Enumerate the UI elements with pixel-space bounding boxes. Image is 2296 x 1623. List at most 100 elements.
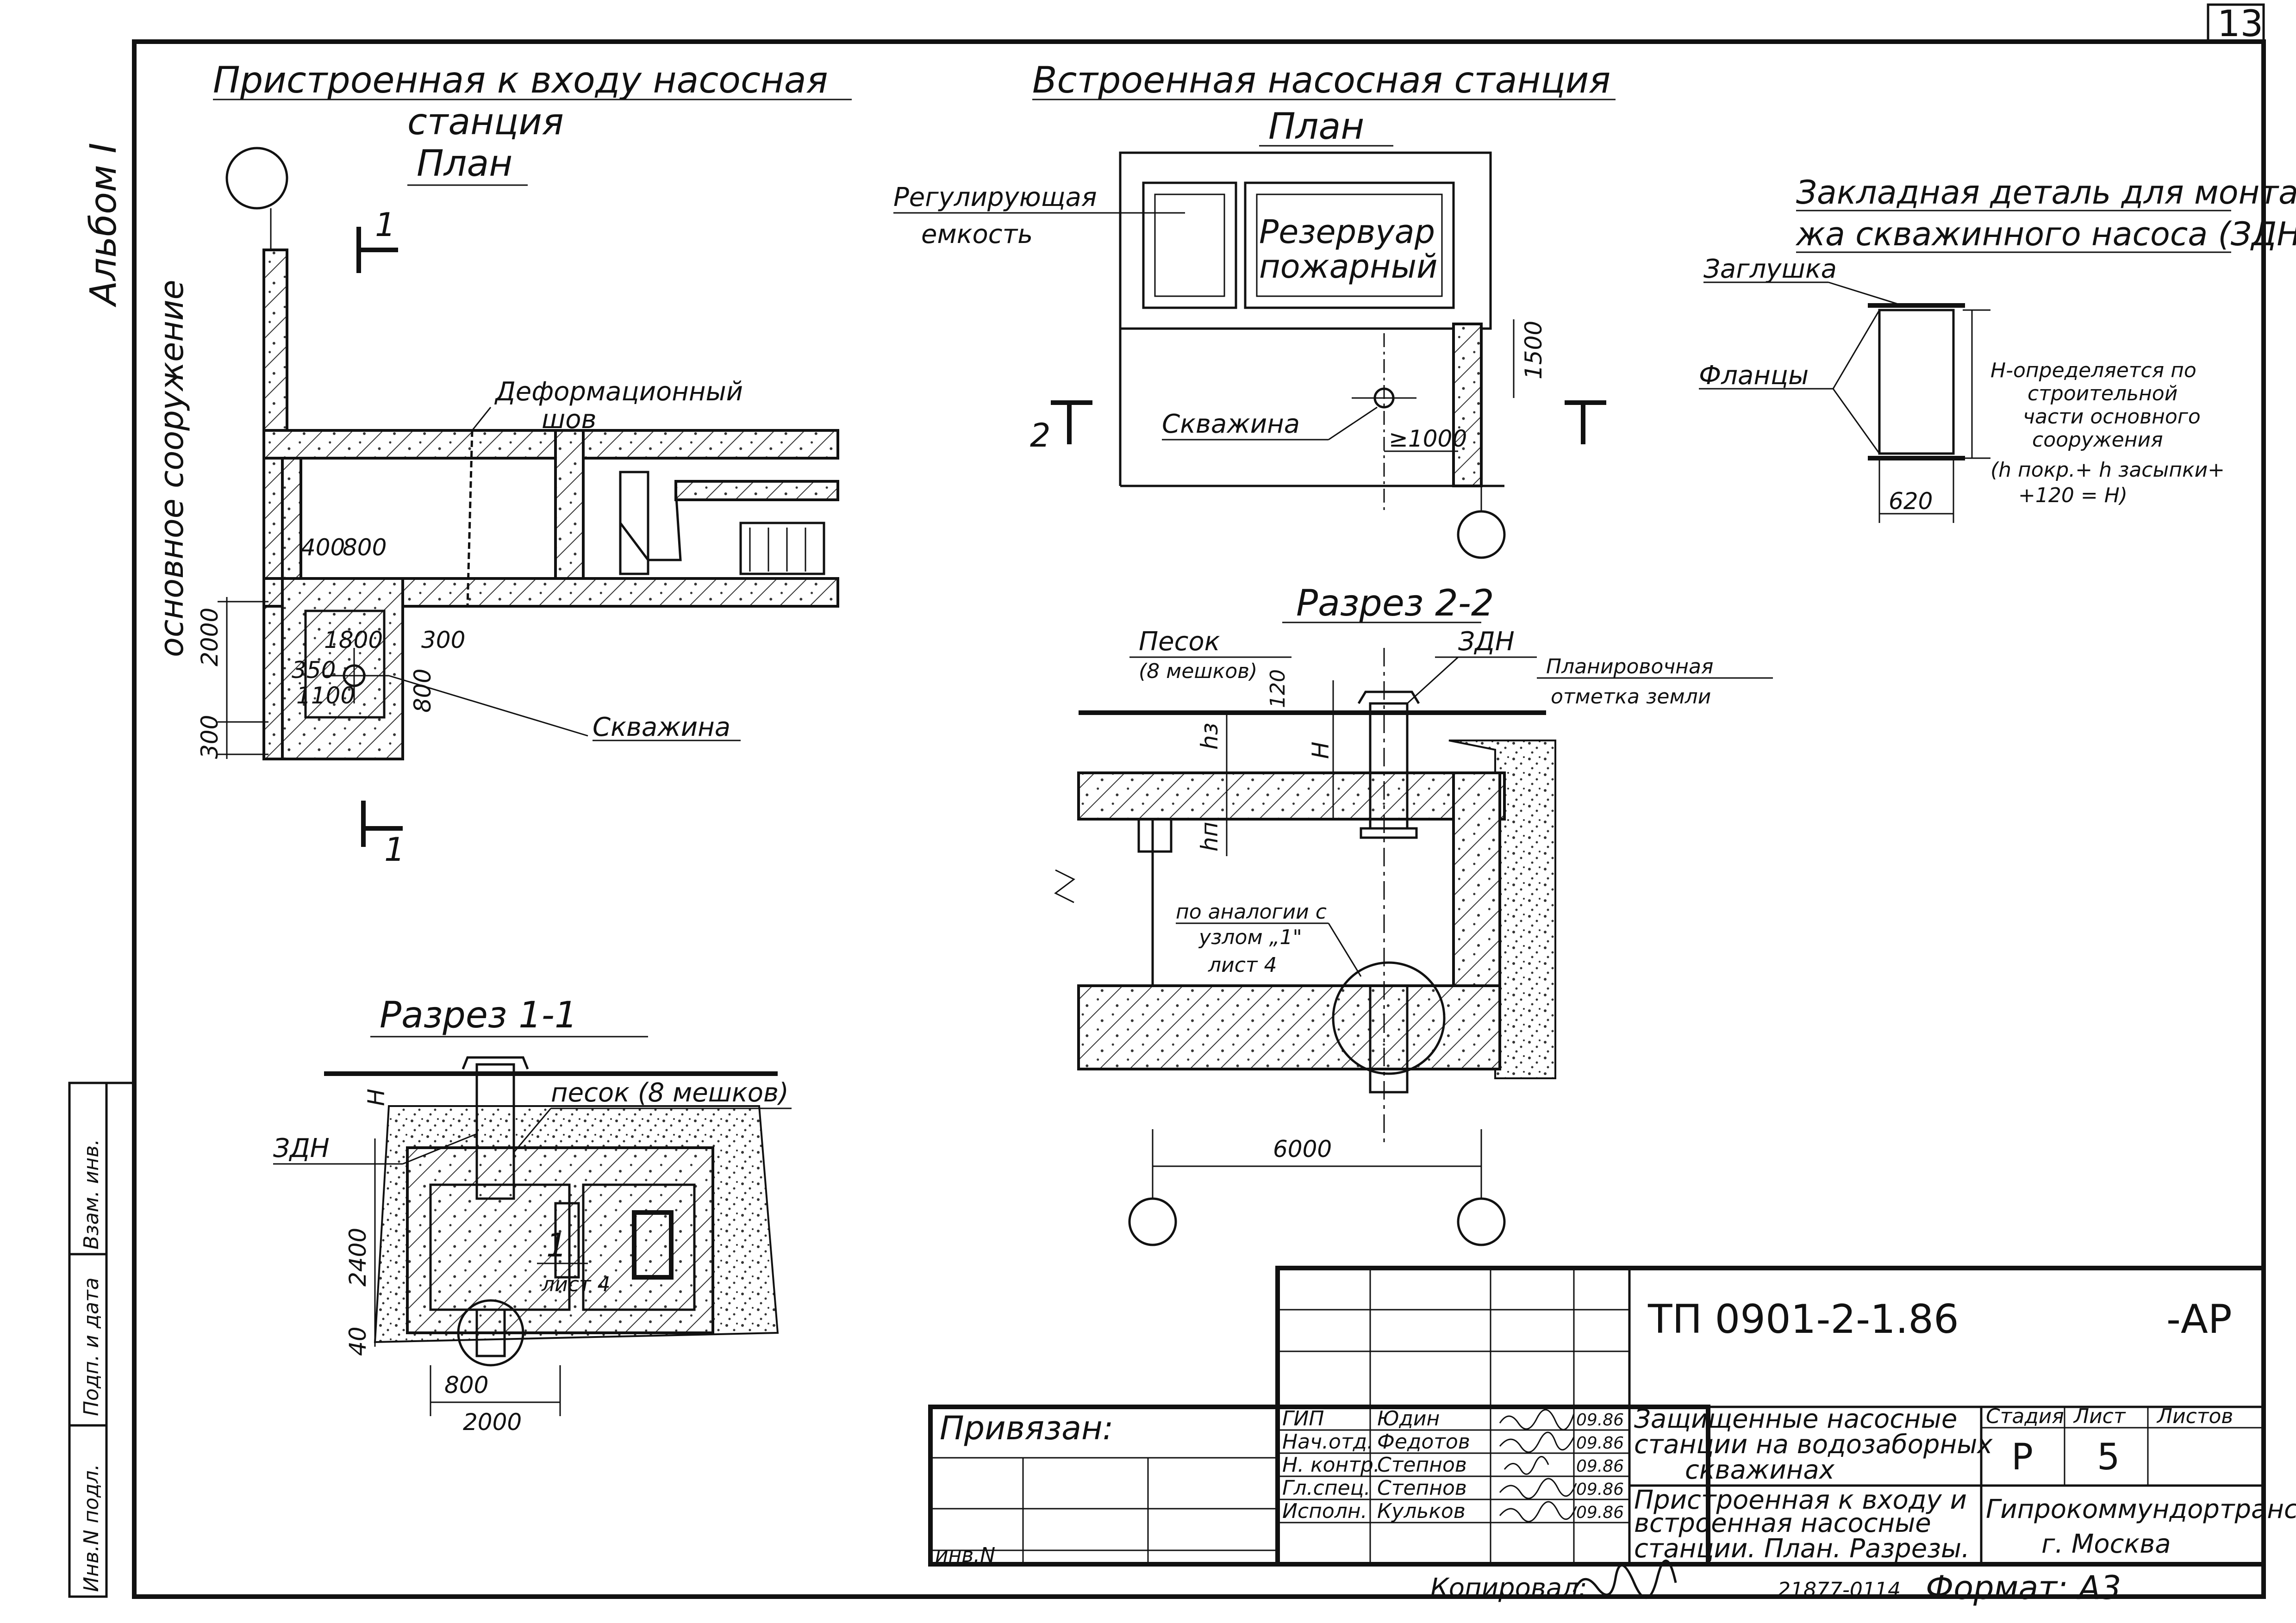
signature-4 xyxy=(1499,1501,1577,1523)
attached-title-line1: Пристроенная к входу насосная xyxy=(213,60,828,101)
node-callout-circle xyxy=(1332,961,1446,1075)
sheet-title-2: встроенная насосные xyxy=(1634,1508,1931,1538)
section11-title: Разрез 1-1 xyxy=(380,995,577,1036)
date-2: 09.86 xyxy=(1576,1457,1624,1476)
deformation-joint-label-1: Деформационный xyxy=(494,377,743,407)
side-stamp-signature: Подп. и дата xyxy=(80,1277,103,1416)
node-sheet: лист 4 xyxy=(541,1273,611,1296)
dim-1000: ≥1000 xyxy=(1389,425,1467,452)
embedded-title-line1: Закладная деталь для монта- xyxy=(1796,174,2296,211)
dim-hz: hз xyxy=(1196,723,1223,750)
sheet-number: 13 xyxy=(2217,3,2263,45)
project-title-1: Защищенные насосные xyxy=(1634,1404,1957,1434)
project-mark: -АР xyxy=(2166,1296,2232,1343)
dim-350: 350 xyxy=(292,657,336,684)
project-title-2: станции на водозаборных xyxy=(1634,1430,1993,1460)
org-line-1: Гипрокоммундортранс xyxy=(1986,1494,2296,1524)
name-4: Кульков xyxy=(1377,1499,1466,1523)
deformation-joint-label-2: шов xyxy=(542,404,597,435)
plug-label: Заглушка xyxy=(1703,254,1837,284)
analogy-line-1: по аналогии с xyxy=(1176,900,1327,924)
sheet-title-1: Пристроенная к входу и xyxy=(1634,1485,1967,1515)
dim-800-top: 800 xyxy=(343,534,387,561)
side-stamp: Инв.N подл. Подп. и дата Взам. инв. xyxy=(68,1082,134,1598)
copied-signature xyxy=(1572,1560,1677,1599)
name-2: Степнов xyxy=(1377,1453,1467,1477)
builtin-axis-bubble xyxy=(1457,510,1506,559)
dim-h-22: H xyxy=(1307,741,1334,759)
dim-h-11: H xyxy=(363,1088,390,1106)
zdn-pipe-11 xyxy=(475,1063,515,1200)
embedded-note-2: строительной xyxy=(2028,382,2177,405)
attached-plan-label: План xyxy=(417,143,512,185)
tank-regulating-label-1: Регулирующая xyxy=(893,182,1097,212)
format-label: Формат: А3 xyxy=(1926,1569,2121,1607)
stage-value: Р xyxy=(2011,1436,2033,1478)
name-1: Федотов xyxy=(1377,1430,1470,1454)
dim-800-11: 800 xyxy=(444,1372,488,1399)
embedded-note-1: Н-определяется по xyxy=(1990,359,2196,382)
sheet-header: Лист xyxy=(2073,1405,2126,1428)
fire-tank xyxy=(1244,181,1455,309)
attached-station-plan: Пристроенная к входу насосная станция Пл… xyxy=(153,60,852,869)
role-0: ГИП xyxy=(1282,1407,1324,1430)
sheet-frame xyxy=(132,39,2266,1599)
dim-1500: 1500 xyxy=(1520,321,1547,379)
sheets-header: Листов xyxy=(2156,1405,2233,1428)
role-1: Нач.отд. xyxy=(1282,1430,1373,1454)
section-2-2: Разрез 2-2 Песок (8 мешков) ЗДН Планиров… xyxy=(1054,583,1773,1246)
builtin-section-mark: 2 xyxy=(1030,417,1051,454)
dim-2400: 2400 xyxy=(344,1228,371,1287)
embedded-pipe xyxy=(1878,309,1955,455)
date-0: 09.86 xyxy=(1576,1411,1624,1430)
section-1-1: Разрез 1-1 1 лист 4 песок (8 мешков) ЗДН… xyxy=(273,995,792,1436)
order-number: 21877-01 xyxy=(1778,1578,1876,1602)
embedded-note-5: (h покр.+ h засыпки+ xyxy=(1990,458,2225,482)
side-stamp-replace: Взам. инв. xyxy=(80,1139,103,1250)
dim-120: 120 xyxy=(1266,669,1290,708)
org-line-2: г. Москва xyxy=(2041,1529,2171,1559)
flanges-label: Фланцы xyxy=(1699,361,1809,391)
tied-label: Привязан: xyxy=(940,1409,1113,1447)
date-3: 09.86 xyxy=(1576,1480,1624,1499)
grade-label-2: отметка земли xyxy=(1551,685,1711,709)
embedded-note-6: +120 = Н) xyxy=(2018,484,2128,507)
order-page: 14 xyxy=(1875,1578,1901,1602)
title-block: ТП 0901-2-1.86 -АР Привязан: инв.N ГИП Н… xyxy=(928,1266,2296,1567)
section22-title: Разрез 2-2 xyxy=(1296,583,1494,624)
section-mark-bottom: 1 xyxy=(384,831,405,869)
dim-2000-vert: 2000 xyxy=(196,608,223,666)
main-building-label: основное сооружение xyxy=(153,280,191,657)
side-stamp-inv: Инв.N подл. xyxy=(80,1464,103,1592)
role-2: Н. контр. xyxy=(1282,1453,1380,1477)
dim-800-side: 800 xyxy=(409,669,436,713)
role-3: Гл.спец. xyxy=(1282,1476,1371,1500)
dim-300-right: 300 xyxy=(421,627,465,653)
deformation-joint xyxy=(466,430,474,607)
dim-2000-11: 2000 xyxy=(463,1409,522,1436)
embedded-note-3: части основного xyxy=(2023,405,2201,429)
tank-fire-label-1: Резервуар xyxy=(1259,213,1435,251)
dim-400: 400 xyxy=(301,534,345,561)
signature-0 xyxy=(1499,1409,1575,1430)
date-4: 09.86 xyxy=(1576,1503,1624,1522)
signature-2 xyxy=(1504,1456,1549,1475)
section-mark-top: 1 xyxy=(375,206,396,244)
dim-1100: 1100 xyxy=(296,682,355,709)
grade-label-1: Планировочная xyxy=(1546,655,1713,678)
role-4: Исполн. xyxy=(1282,1499,1367,1523)
sand-label-1: Песок xyxy=(1139,627,1220,657)
regulating-tank xyxy=(1142,181,1237,309)
builtin-plan-label: План xyxy=(1268,106,1364,148)
node-1-circle xyxy=(457,1299,524,1367)
sheet-number-box xyxy=(2207,3,2265,43)
axis-bubble-22-right xyxy=(1457,1197,1506,1246)
zdn-label-11: ЗДН xyxy=(273,1133,330,1163)
zdn-label-22: ЗДН xyxy=(1458,627,1515,657)
name-0: Юдин xyxy=(1377,1407,1440,1430)
tank-fire-label-2: пожарный xyxy=(1259,248,1438,286)
tank-regulating-label-2: емкость xyxy=(921,219,1033,249)
sheet-value: 5 xyxy=(2097,1436,2120,1478)
embedded-title-line2: жа скважинного насоса (ЗДН) xyxy=(1795,215,2296,253)
